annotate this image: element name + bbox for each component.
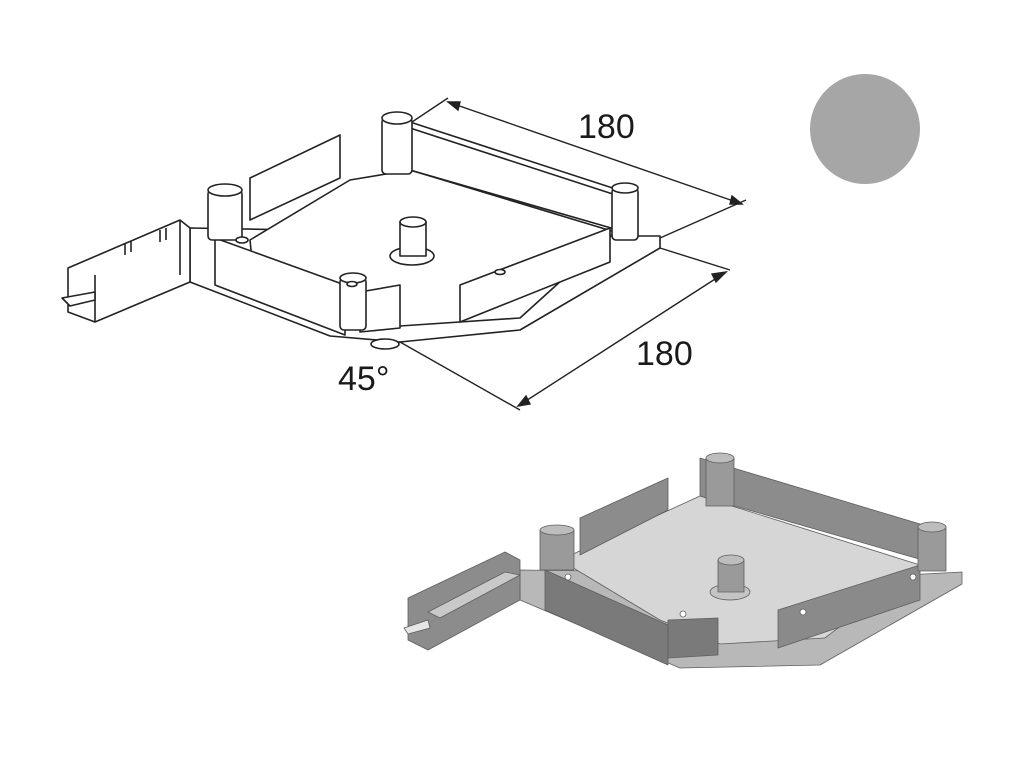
angle-label: 45° bbox=[338, 360, 390, 398]
front-right-wall bbox=[459, 227, 611, 323]
render-post-right bbox=[917, 526, 947, 572]
left-back-wall bbox=[249, 134, 341, 221]
dimension-lines bbox=[399, 97, 747, 411]
render-body bbox=[403, 452, 963, 669]
dim-top-line bbox=[447, 101, 743, 205]
render-left-back-wall bbox=[579, 477, 669, 556]
dim-right-line bbox=[517, 271, 727, 407]
front-left-wall bbox=[214, 237, 346, 336]
color-swatch bbox=[810, 74, 920, 184]
render-front-center-left bbox=[667, 617, 719, 659]
render-front-left-wall bbox=[544, 569, 669, 666]
dimension-label-side: 180 bbox=[636, 335, 693, 373]
render-front-right-wall bbox=[777, 564, 921, 649]
dim-right-arrow-end bbox=[710, 271, 728, 284]
render-post-back bbox=[705, 457, 735, 507]
dim-right-arrow-start bbox=[516, 394, 532, 407]
dim-top-arrow-start bbox=[446, 101, 461, 112]
dimension-label-top: 180 bbox=[578, 108, 635, 146]
render-post-left bbox=[539, 529, 575, 571]
line-drawing-body bbox=[61, 111, 661, 350]
